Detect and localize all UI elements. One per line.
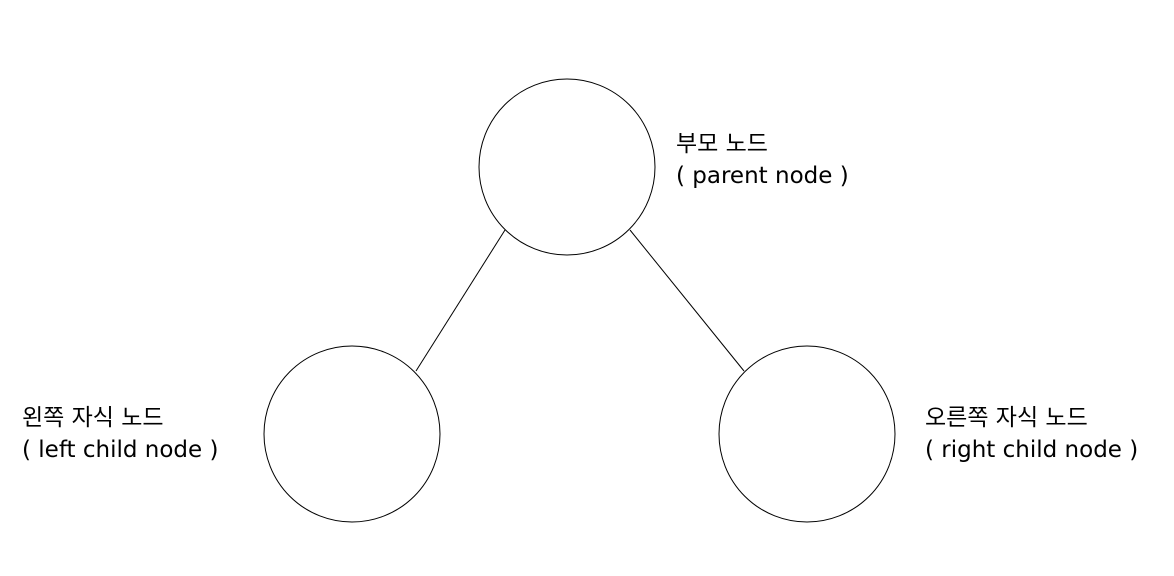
parent-node-label-ko: 부모 노드 <box>676 131 768 157</box>
parent-node-label-en: ( parent node ) <box>676 163 849 189</box>
parent-node-label: 부모 노드 ( parent node ) <box>676 128 849 192</box>
parent-node-circle <box>478 78 656 256</box>
left-child-node-label: 왼쪽 자식 노드 ( left child node ) <box>22 402 218 466</box>
edge-parent-right <box>629 229 745 372</box>
right-child-node-label-en: ( right child node ) <box>925 437 1139 463</box>
right-child-node-label-ko: 오른쪽 자식 노드 <box>925 405 1088 431</box>
right-child-node-label: 오른쪽 자식 노드 ( right child node ) <box>925 402 1138 466</box>
left-child-node-circle <box>263 345 441 523</box>
right-child-node-circle <box>718 345 896 523</box>
left-child-node-label-en: ( left child node ) <box>22 437 219 463</box>
edge-parent-left <box>415 229 506 372</box>
left-child-node-label-ko: 왼쪽 자식 노드 <box>22 405 164 431</box>
